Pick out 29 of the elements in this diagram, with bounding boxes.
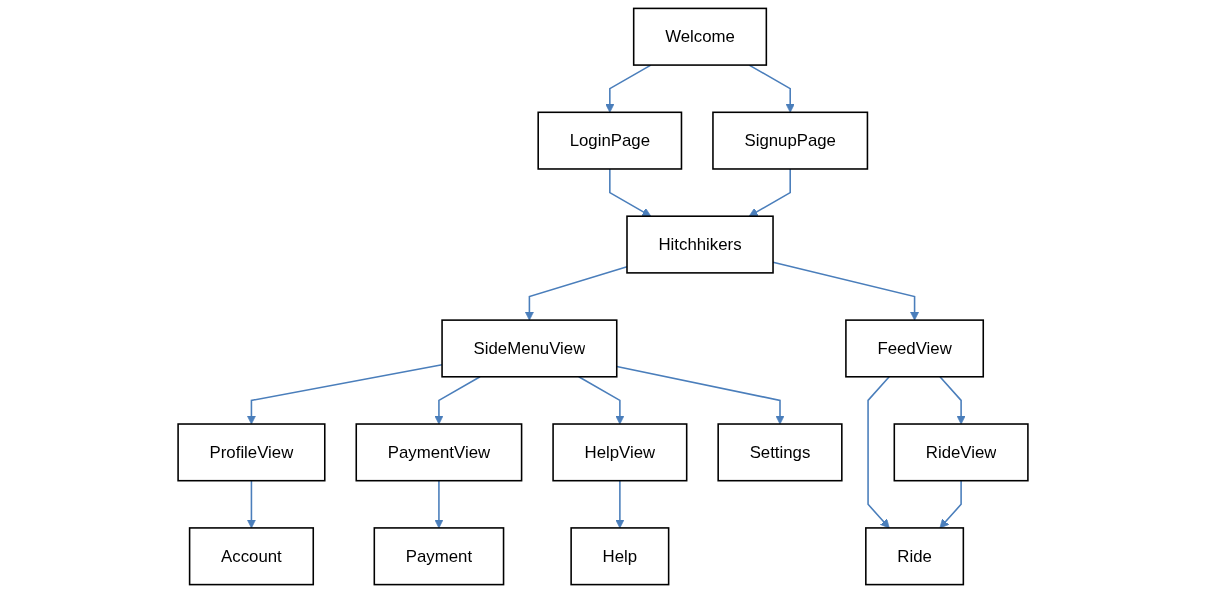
arrow <box>246 364 443 425</box>
arrow <box>867 376 890 529</box>
node-box: Settings <box>717 423 843 482</box>
arrow <box>939 376 966 425</box>
arrow <box>939 479 962 529</box>
node-box: SideMenuView <box>441 319 618 378</box>
node-box: RideView <box>893 423 1029 482</box>
node-box: Payment <box>373 527 505 586</box>
node-box: Hitchhikers <box>626 215 774 274</box>
node-box: Account <box>188 527 315 586</box>
arrow <box>609 168 652 217</box>
arrow <box>524 266 628 321</box>
node-box: SignupPage <box>712 111 869 170</box>
node-box: HelpView <box>552 423 688 482</box>
arrow <box>246 479 257 529</box>
node-box: Ride <box>865 527 965 586</box>
node-box: Welcome <box>632 7 768 66</box>
arrow <box>615 479 625 529</box>
node-box: PaymentView <box>355 423 523 482</box>
arrow <box>577 376 625 425</box>
arrow <box>748 168 791 217</box>
node-box: FeedView <box>845 319 985 378</box>
node-box: LoginPage <box>537 111 683 170</box>
node-box: Help <box>570 527 670 586</box>
arrow <box>434 479 444 529</box>
arrow <box>605 64 652 113</box>
node-box: ProfileView <box>177 423 326 482</box>
arrow <box>748 64 795 113</box>
arrow <box>434 376 481 425</box>
